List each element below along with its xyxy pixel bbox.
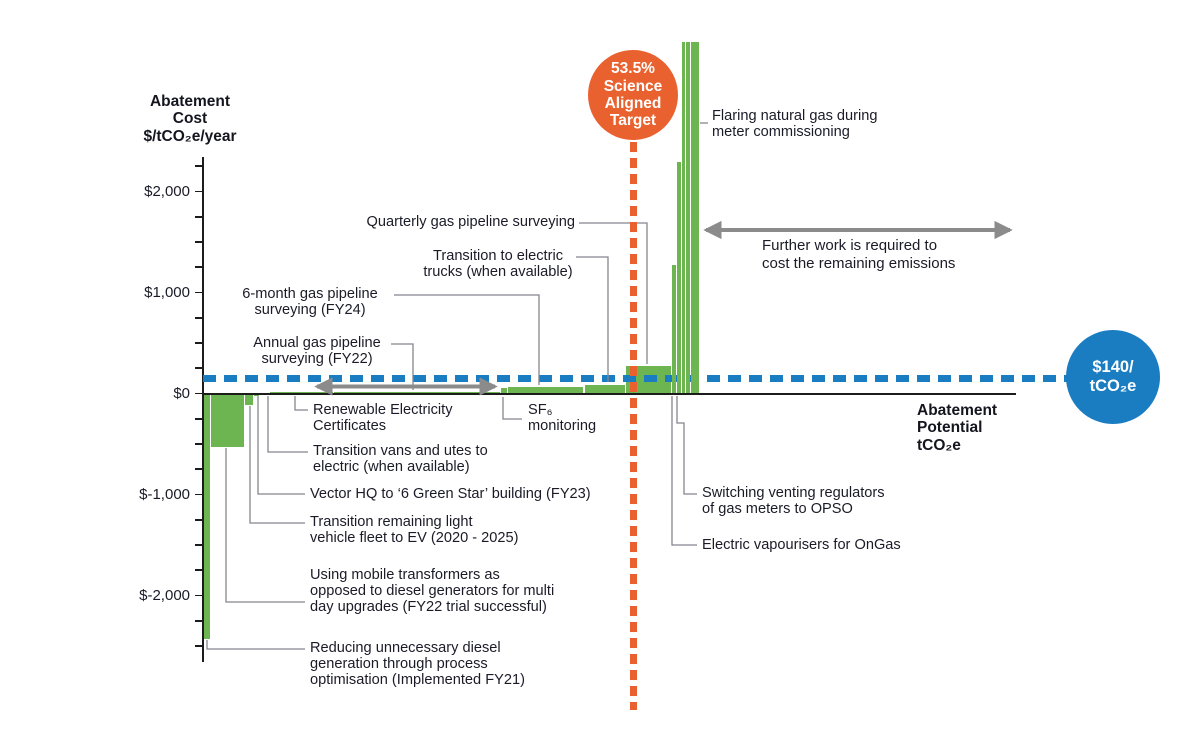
y-axis-line — [202, 157, 204, 662]
y-axis-tick-label: $1,000 — [144, 283, 190, 301]
macc-bar-venting-regulators-opso — [677, 162, 681, 394]
leader-line-vector-hq — [257, 396, 305, 495]
macc-bar-venting-regulators-opso — [681, 42, 685, 394]
macc-bar-electric-trucks — [584, 384, 625, 394]
y-axis-tick — [195, 468, 202, 471]
y-axis-tick — [195, 544, 202, 546]
annotation-light-fleet: Transition remaining light vehicle fleet… — [310, 514, 519, 546]
leader-line-diesel-gen — [206, 640, 305, 650]
y-axis-title: Abatement Cost $/tCO₂e/year — [143, 93, 237, 145]
annotation-electric-trucks: Transition to electric trucks (when avai… — [423, 248, 573, 280]
y-axis-tick — [195, 569, 202, 572]
macc-bar-vector-hq-green-star — [253, 393, 259, 397]
macc-bar-flaring-meter-commissioning — [686, 42, 690, 394]
y-axis-tick — [195, 645, 202, 647]
y-axis-tick-label: $-2,000 — [139, 586, 190, 604]
annotation-diesel-gen: Reducing unnecessary diesel generation t… — [310, 640, 525, 688]
y-axis-tick — [195, 190, 202, 193]
y-axis-tick — [195, 291, 202, 294]
leader-line-vapourisers — [671, 396, 697, 546]
leader-line-vans-utes — [267, 396, 308, 453]
annotation-opso: Switching venting regulators of gas mete… — [702, 485, 885, 517]
y-axis-tick — [195, 316, 202, 319]
y-axis-tick — [195, 594, 202, 597]
annotation-sf6: SF₆ monitoring — [528, 402, 597, 434]
macc-bar-light-vehicle-fleet-ev — [245, 393, 253, 405]
macc-bar-flaring-meter-commissioning — [690, 42, 699, 394]
y-axis-tick — [195, 266, 202, 269]
macc-bar-six-month-pipeline-surveying — [508, 386, 583, 394]
x-axis-title: Abatement Potential tCO₂e — [917, 402, 998, 454]
further-work-note: Further work is required to cost the rem… — [762, 237, 956, 272]
y-axis-tick-label: $-1,000 — [139, 485, 190, 503]
macc-bar-mobile-transformers — [211, 393, 244, 448]
carbon-price-badge: $140/ tCO₂e — [1066, 330, 1160, 424]
science-target-line — [630, 142, 637, 710]
leader-line-light-fleet — [249, 406, 305, 524]
leader-line-six-month — [394, 294, 540, 385]
y-axis-tick — [195, 241, 202, 243]
y-axis-tick-label: $2,000 — [144, 182, 190, 200]
leader-line-rec — [294, 396, 308, 411]
macc-bar-reducing-unnecessary-diesel — [204, 393, 210, 639]
annotation-vans-utes: Transition vans and utes to electric (wh… — [313, 443, 488, 475]
annotation-vector-hq: Vector HQ to ‘6 Green Star’ building (FY… — [310, 486, 591, 502]
y-axis-tick — [195, 215, 202, 218]
y-axis-tick — [195, 619, 202, 622]
leader-line-opso — [676, 396, 697, 495]
x-axis-line — [203, 392, 1016, 395]
annotation-vapourisers: Electric vapourisers for OnGas — [702, 537, 901, 553]
science-target-badge: 53.5% Science Aligned Target — [588, 50, 678, 140]
annotation-quarterly: Quarterly gas pipeline surveying — [366, 214, 575, 230]
annotation-rec: Renewable Electricity Certificates — [313, 402, 453, 434]
y-axis-tick — [195, 493, 202, 496]
annotation-flaring: Flaring natural gas during meter commiss… — [712, 108, 878, 140]
y-axis-tick — [195, 342, 202, 344]
annotation-mobile-transformers: Using mobile transformers as opposed to … — [310, 567, 555, 615]
annotation-six-month: 6-month gas pipeline surveying (FY24) — [242, 286, 378, 318]
macc-bar-sf6-monitoring — [501, 387, 507, 394]
y-axis-tick — [195, 392, 202, 395]
y-axis-tick — [195, 443, 202, 445]
macc-bar-electric-vapourisers — [671, 265, 676, 394]
y-axis-tick — [195, 417, 202, 420]
y-axis-tick-label: $0 — [173, 384, 190, 402]
annotation-annual: Annual gas pipeline surveying (FY22) — [253, 335, 381, 367]
y-axis-tick — [195, 165, 202, 168]
y-axis-tick — [195, 518, 202, 521]
leader-line-sf6 — [502, 397, 522, 420]
leader-line-mobile-transformers — [225, 448, 305, 603]
y-axis-tick — [195, 367, 202, 370]
